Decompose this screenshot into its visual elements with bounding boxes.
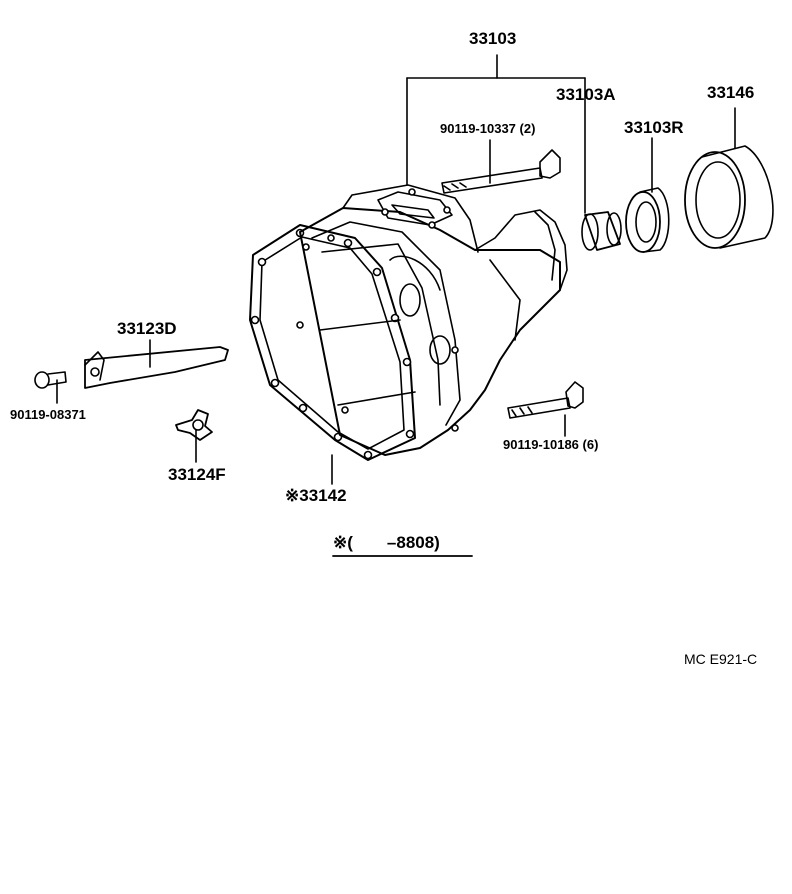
leader-lines [56, 54, 736, 485]
oil-seal-33103R [625, 187, 670, 253]
label-bolt-upper: 90119-10337 (2) [440, 121, 536, 136]
label-bolt-lower: 90119-10186 (6) [503, 437, 599, 452]
label-33123D: 33123D [117, 319, 177, 338]
lever-33123D [84, 346, 229, 389]
pivot-33124F [175, 409, 213, 441]
bolt-lower [507, 381, 584, 419]
label-bolt-left: 90119-08371 [10, 407, 86, 422]
label-33103: 33103 [469, 29, 517, 48]
label-33124F: 33124F [168, 465, 226, 484]
note-date-range: ※( –8808) [333, 533, 440, 552]
bolt-left [34, 371, 67, 389]
label-33146: 33146 [707, 83, 755, 102]
label-33103R: 33103R [624, 118, 684, 137]
bolt-upper [441, 149, 561, 194]
illustration-code: MC E921-C [684, 651, 758, 667]
extension-housing-33103 [296, 184, 568, 456]
sleeve-33103A [581, 211, 622, 251]
label-33103A: 33103A [556, 85, 616, 104]
label-33142: ※33142 [285, 486, 347, 505]
dust-boot-33146 [684, 145, 774, 249]
